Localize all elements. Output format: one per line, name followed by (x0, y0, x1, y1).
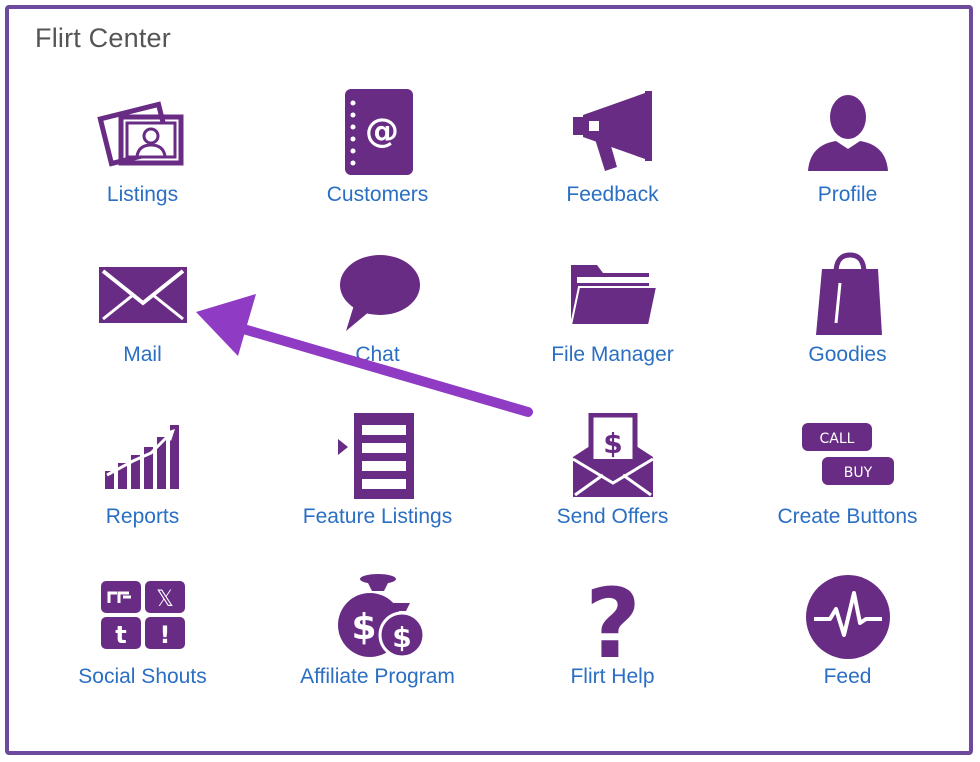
chat-label: Chat (355, 343, 400, 366)
feed-label: Feed (823, 665, 872, 688)
profile-tile[interactable]: Profile (730, 87, 965, 237)
create-buttons-label: Create Buttons (777, 505, 918, 528)
buy-text: BUY (843, 465, 872, 481)
mail-tile[interactable]: Mail (25, 249, 260, 399)
reports-tile[interactable]: Reports (25, 413, 260, 563)
affiliate-program-tile[interactable]: $ $ Affiliate Program (260, 573, 495, 723)
goodies-tile[interactable]: Goodies (730, 249, 965, 399)
speech-bubble-icon (339, 255, 420, 331)
send-offers-label: Send Offers (556, 505, 669, 528)
feedback-label: Feedback (566, 183, 659, 206)
list-icon (337, 413, 414, 499)
envelope-icon (98, 267, 187, 323)
chat-tile[interactable]: Chat (260, 249, 495, 399)
social-shouts-tile[interactable]: 𝕏 t ! Social Shouts (25, 573, 260, 723)
file-manager-label: File Manager (551, 343, 674, 366)
call-text: CALL (819, 431, 854, 447)
bang-glyph: ! (159, 621, 170, 649)
social-icon: 𝕏 t ! (100, 581, 185, 649)
question-mark-icon: ? (585, 573, 641, 669)
reports-label: Reports (105, 505, 180, 528)
listings-tile[interactable]: Listings (25, 87, 260, 237)
flirt-help-label: Flirt Help (570, 665, 655, 688)
feed-tile[interactable]: Feed (730, 573, 965, 723)
t-glyph: t (115, 621, 126, 649)
create-buttons-tile[interactable]: CALL BUY Create Buttons (730, 413, 965, 563)
listings-icon (96, 101, 183, 167)
address-book-icon: @ (344, 89, 413, 175)
flirt-center-panel: Flirt Center Listings @ Customers (5, 5, 973, 755)
dollar-envelope-icon: $ (571, 413, 654, 497)
megaphone-icon (572, 91, 652, 171)
dollar-left: $ (351, 607, 376, 648)
social-shouts-label: Social Shouts (78, 665, 207, 688)
person-icon (807, 95, 888, 171)
feature-listings-tile[interactable]: Feature Listings (260, 413, 495, 563)
file-manager-tile[interactable]: File Manager (495, 249, 730, 399)
x-glyph: 𝕏 (156, 587, 174, 612)
profile-label: Profile (817, 183, 878, 206)
bar-chart-icon (104, 425, 179, 489)
buttons-icon: CALL BUY (801, 423, 894, 485)
mail-label: Mail (123, 343, 162, 366)
shopping-bag-icon (815, 252, 882, 335)
feedback-tile[interactable]: Feedback (495, 87, 730, 237)
dollar-sign: $ (603, 427, 622, 460)
goodies-label: Goodies (808, 343, 887, 366)
dollar-right: $ (392, 621, 411, 654)
flirt-help-tile[interactable]: ? Flirt Help (495, 573, 730, 723)
folder-icon (569, 265, 658, 326)
affiliate-program-label: Affiliate Program (300, 665, 455, 688)
panel-title: Flirt Center (35, 23, 171, 53)
customers-label: Customers (326, 183, 429, 206)
svg-text:@: @ (365, 111, 399, 151)
question-glyph: ? (585, 573, 641, 669)
feature-listings-label: Feature Listings (302, 505, 453, 528)
money-bags-icon: $ $ (337, 574, 425, 659)
customers-tile[interactable]: @ Customers (260, 87, 495, 237)
send-offers-tile[interactable]: $ Send Offers (495, 413, 730, 563)
pulse-icon (805, 575, 890, 659)
listings-label: Listings (106, 183, 179, 206)
